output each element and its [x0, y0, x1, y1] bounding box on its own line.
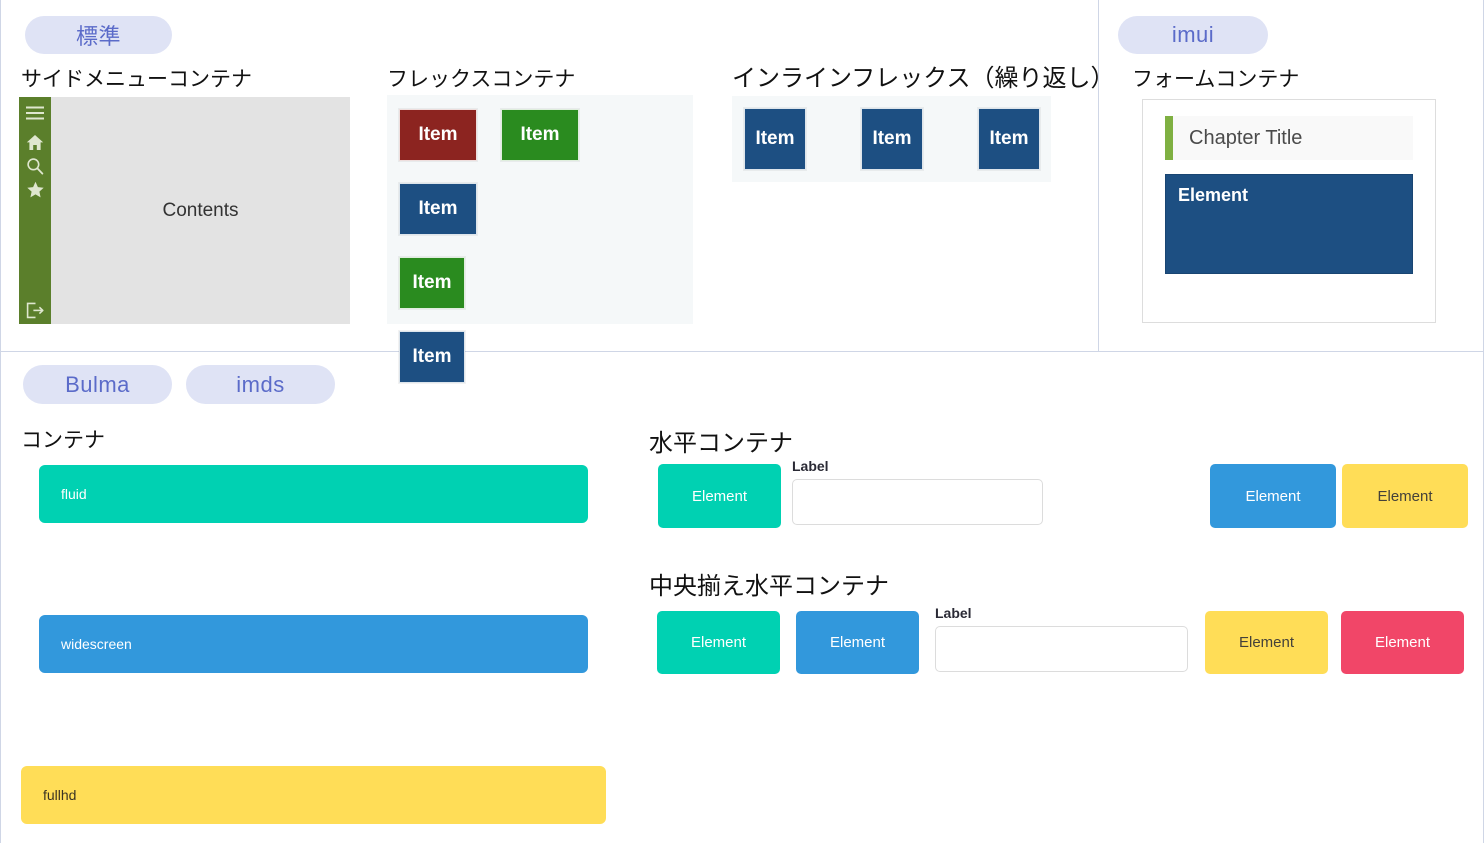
centered-field-input[interactable]: [935, 626, 1188, 672]
inline-flex-title: インラインフレックス（繰り返し）: [732, 65, 1115, 92]
home-icon[interactable]: [22, 133, 48, 153]
centered-element-left-1-label: Element: [690, 634, 747, 651]
inline-flex-item[interactable]: Item: [860, 107, 924, 171]
badge-imds-label: imds: [186, 365, 335, 404]
badge-imui[interactable]: imui: [1118, 16, 1268, 54]
badge-bulma-label: Bulma: [23, 365, 172, 404]
badge-bulma[interactable]: Bulma: [23, 365, 172, 404]
container-bar-widescreen-label: widescreen: [61, 636, 132, 652]
horizontal-element-right-1-label: Element: [1245, 487, 1301, 505]
centered-element-right-2-label: Element: [1374, 634, 1431, 651]
centered-field-label: Label: [935, 605, 972, 621]
side-menu-contents: Contents: [51, 97, 350, 324]
side-menu-container-title: サイドメニューコンテナ: [21, 68, 252, 91]
hamburger-icon[interactable]: [22, 103, 48, 123]
flex-item[interactable]: Item: [398, 182, 478, 236]
container-bar-fluid-label: fluid: [61, 486, 87, 502]
flex-item[interactable]: Item: [500, 108, 580, 162]
side-menu-bar: [19, 97, 51, 324]
container-bar-fluid: fluid: [39, 465, 588, 523]
horizontal-element-right-2[interactable]: Element: [1342, 464, 1468, 528]
container-section-title: コンテナ: [21, 429, 105, 452]
star-icon[interactable]: [22, 180, 48, 200]
container-bar-fullhd: fullhd: [21, 766, 606, 824]
horizontal-element-left-label: Element: [691, 487, 748, 505]
badge-standard-label: 標準: [25, 16, 172, 54]
horizontal-element-left[interactable]: Element: [658, 464, 781, 528]
centered-element-left-1[interactable]: Element: [657, 611, 780, 674]
form-element-block[interactable]: Element: [1165, 174, 1413, 274]
horizontal-field-label: Label: [792, 458, 829, 474]
flex-item[interactable]: Item: [398, 330, 466, 384]
centered-element-right-2[interactable]: Element: [1341, 611, 1464, 674]
inline-flex-item[interactable]: Item: [977, 107, 1041, 171]
inline-flex-item-label: Item: [755, 128, 795, 149]
centered-horizontal-container-title: 中央揃え水平コンテナ: [649, 573, 889, 600]
chapter-accent-bar: [1165, 116, 1173, 160]
section-divider-horizontal: [1, 351, 1484, 352]
horizontal-field-input[interactable]: [792, 479, 1043, 525]
search-icon[interactable]: [22, 156, 48, 176]
logout-icon[interactable]: [22, 300, 48, 320]
flex-item-label: Item: [412, 346, 452, 367]
horizontal-element-right-2-label: Element: [1377, 487, 1433, 505]
horizontal-field: Label: [792, 458, 1043, 525]
side-menu-contents-label: Contents: [162, 199, 239, 221]
centered-element-right-1[interactable]: Element: [1205, 611, 1328, 674]
flex-item-label: Item: [412, 272, 452, 293]
horizontal-container-title: 水平コンテナ: [649, 430, 793, 457]
form-element-label: Element: [1178, 185, 1249, 205]
flex-item-label: Item: [418, 198, 458, 219]
centered-field: Label: [935, 605, 1188, 672]
flex-container-title: フレックスコンテナ: [387, 68, 576, 91]
container-bar-widescreen: widescreen: [39, 615, 588, 673]
flex-item-label: Item: [520, 124, 560, 145]
badge-imds[interactable]: imds: [186, 365, 335, 404]
inline-flex-item-label: Item: [989, 128, 1029, 149]
flex-item-label: Item: [418, 124, 458, 145]
badge-imui-label: imui: [1118, 16, 1268, 54]
form-container: Chapter Title Element: [1142, 99, 1436, 323]
centered-element-right-1-label: Element: [1238, 634, 1295, 651]
flex-item[interactable]: Item: [398, 108, 478, 162]
inline-flex-container: Item Item Item: [732, 96, 1051, 182]
inline-flex-item-label: Item: [872, 128, 912, 149]
side-menu-container: Contents: [19, 97, 350, 324]
centered-element-left-2[interactable]: Element: [796, 611, 919, 674]
inline-flex-item[interactable]: Item: [743, 107, 807, 171]
horizontal-element-right-1[interactable]: Element: [1210, 464, 1336, 528]
flex-item[interactable]: Item: [398, 256, 466, 310]
section-divider-vertical: [1098, 0, 1099, 352]
badge-standard[interactable]: 標準: [25, 16, 172, 54]
container-bar-fullhd-label: fullhd: [43, 787, 77, 803]
chapter-title-label: Chapter Title: [1189, 126, 1303, 149]
form-container-title: フォームコンテナ: [1132, 68, 1300, 91]
chapter-title-row: Chapter Title: [1165, 116, 1413, 160]
centered-element-left-2-label: Element: [829, 634, 886, 651]
